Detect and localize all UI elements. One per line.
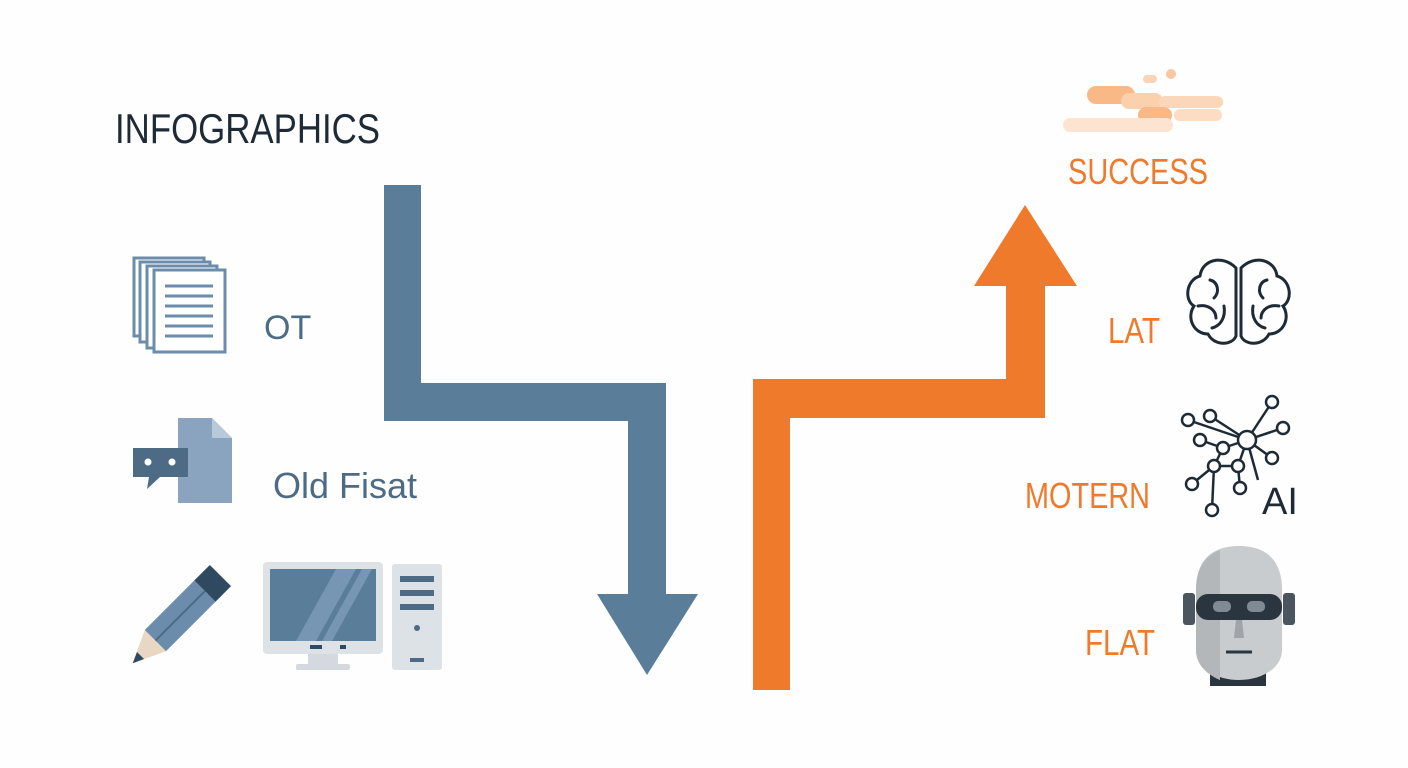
pencil-icon bbox=[132, 564, 232, 664]
speed-streak-icon bbox=[1063, 69, 1223, 132]
label-success: SUCCESS bbox=[1068, 151, 1208, 192]
label-ot: OT bbox=[264, 309, 311, 347]
orange-up-arrow bbox=[753, 205, 1077, 690]
robot-head-icon bbox=[1183, 546, 1295, 686]
title: INFOGRAPHICS bbox=[115, 105, 380, 152]
blue-down-arrow bbox=[384, 185, 698, 675]
label-motern: MOTERN bbox=[1025, 475, 1150, 516]
brain-icon bbox=[1186, 258, 1291, 345]
computer-tower-icon bbox=[392, 564, 442, 670]
label-ai: AI bbox=[1262, 481, 1298, 523]
chat-file-icon bbox=[133, 418, 232, 503]
documents-icon bbox=[132, 256, 227, 354]
label-lat: LAT bbox=[1108, 310, 1160, 351]
label-old-fisat: Old Fisat bbox=[273, 465, 417, 506]
monitor-icon bbox=[263, 562, 383, 670]
network-graph-icon bbox=[1180, 394, 1291, 518]
label-flat: FLAT bbox=[1085, 622, 1155, 663]
